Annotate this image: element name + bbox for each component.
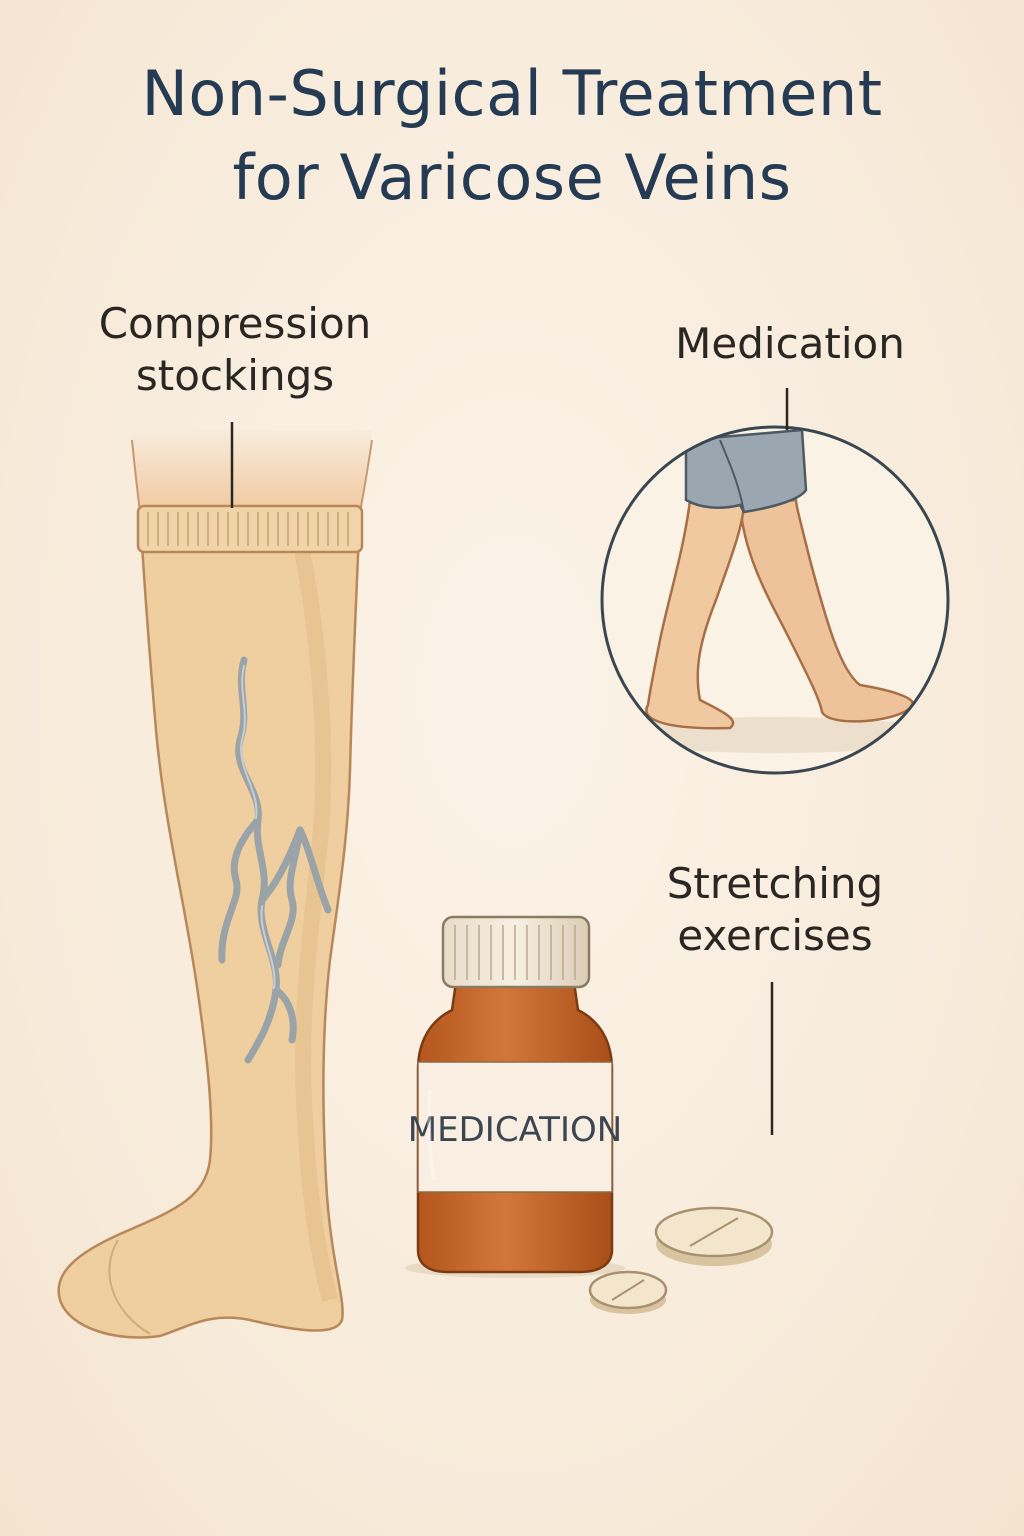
label-compression-stockings: Compression stockings	[60, 298, 410, 402]
pills	[588, 1206, 774, 1314]
bottle-label	[417, 1061, 613, 1193]
bottle-cap	[441, 915, 591, 989]
bottle-label-text: MEDICATION	[408, 1110, 622, 1150]
pill-small	[588, 1270, 668, 1314]
shorts	[684, 428, 808, 514]
leg-illustration	[57, 422, 373, 1339]
varicose-veins	[218, 656, 332, 1064]
label-medication: Medication	[640, 318, 940, 370]
walking-legs-circle	[600, 388, 950, 775]
label-stretching-line-1: Stretching	[666, 859, 884, 908]
label-stretching-line-2: exercises	[677, 911, 873, 960]
front-leg	[645, 498, 746, 730]
label-medication-text: Medication	[675, 319, 905, 368]
pill-large	[654, 1206, 774, 1266]
page-title: Non-Surgical Treatment for Varicose Vein…	[0, 52, 1024, 220]
compression-stocking	[57, 510, 362, 1339]
label-compression-line-2: stockings	[135, 351, 335, 400]
thigh-skin	[132, 430, 372, 512]
label-stretching-exercises: Stretching exercises	[630, 858, 920, 962]
title-line-2: for Varicose Veins	[232, 141, 792, 214]
stocking-cuff	[136, 504, 364, 554]
medication-bottle: MEDICATION	[405, 915, 625, 1278]
title-line-1: Non-Surgical Treatment	[141, 57, 883, 130]
label-compression-line-1: Compression	[98, 299, 372, 348]
